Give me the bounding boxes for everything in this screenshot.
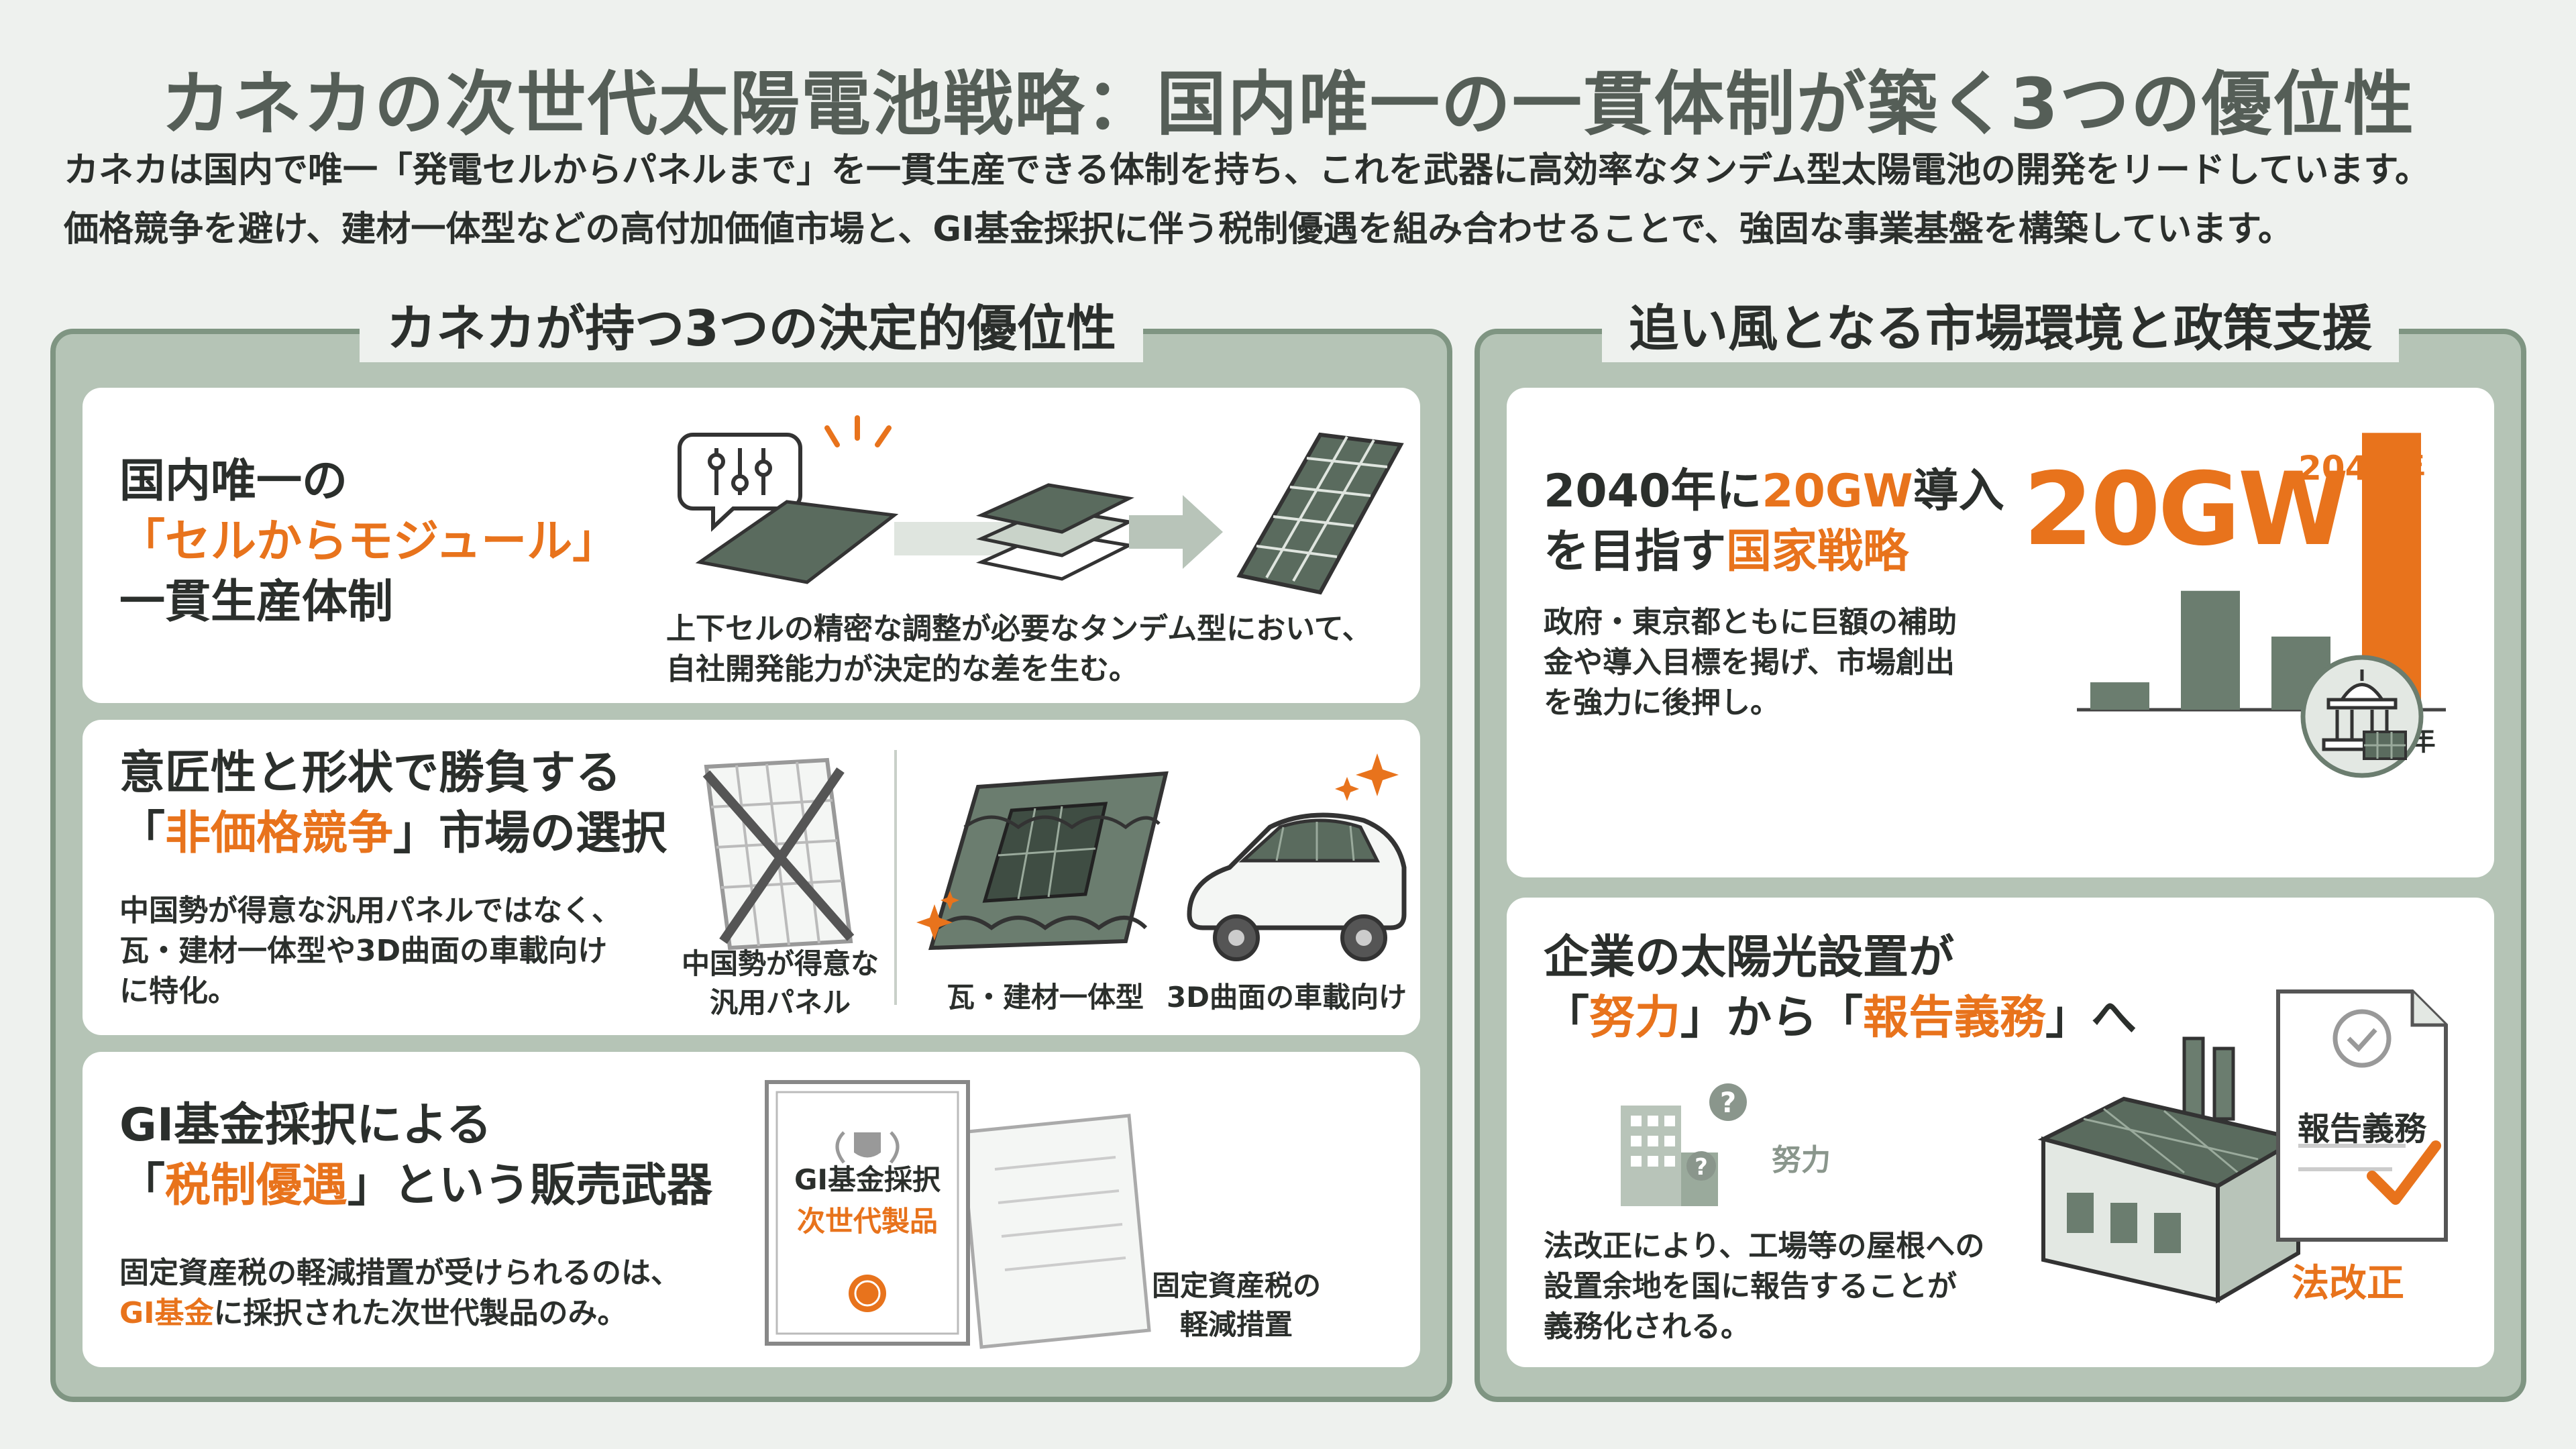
effort-label: 努力 — [1772, 1143, 1831, 1177]
check-circle-icon — [2332, 1009, 2392, 1068]
card-heading: 2040年に20GW導入 を目指す国家戦略 — [1544, 465, 2004, 578]
sparkle-icon — [916, 891, 959, 941]
sparkle-icon — [1335, 753, 1399, 801]
car-caption: 3D曲面の車載向け — [1166, 981, 1407, 1014]
chart-bar — [2090, 682, 2149, 710]
spark-icon — [824, 415, 892, 447]
card-heading: 企業の太陽光設置が 「努力」から「報告義務」へ — [1544, 931, 2137, 1044]
reporting-duty-card: 企業の太陽光設置が 「努力」から「報告義務」へ ? ? 努力 — [1507, 898, 2494, 1367]
office-building-question-icon: ? ? — [1621, 1083, 1747, 1206]
certificate-icon — [765, 1080, 1151, 1349]
card-heading: GI基金採択による 「税制優遇」という販売武器 — [119, 1099, 713, 1212]
cell-to-module-illustration — [678, 415, 1404, 595]
divider — [894, 750, 897, 1005]
tuning-icon — [678, 433, 802, 532]
check-mark-icon — [2367, 1140, 2441, 1205]
intro-line-1: カネカは国内で唯一「発電セルからパネルまで」を一貫生産できる体制を持ち、これを武… — [64, 150, 2430, 191]
card-description: 上下セルの精密な調整が必要なタンデム型において、 自社開発能力が決定的な差を生む… — [666, 612, 1372, 686]
advantage-card-tax: GI基金採択による 「税制優遇」という販売武器 固定資産税の軽減措置が受けられる… — [83, 1052, 1420, 1367]
intro-text: カネカは国内で唯一「発電セルからパネルまで」を一貫生産できる体制を持ち、これを武… — [64, 141, 2512, 259]
card-description: 中国勢が得意な汎用パネルではなく、 瓦・建材一体型や3D曲面の車載向け に特化。 — [119, 894, 621, 1008]
solar-car-icon — [1187, 753, 1407, 961]
card-description: 法改正により、工場等の屋根への 設置余地を国に報告することが 義務化される。 — [1544, 1229, 1985, 1344]
solar-factory-icon — [2037, 1036, 2304, 1304]
market-policy-heading: 追い風となる市場環境と政策支援 — [1480, 295, 2521, 362]
report-duty-label: 報告義務 — [2297, 1110, 2426, 1148]
page-title: カネカの次世代太陽電池戦略：国内唯一の一貫体制が築く3つの優位性 — [160, 63, 2416, 145]
seal-icon — [849, 1275, 886, 1312]
card-description: 固定資産税の軽減措置が受けられるのは、 GI基金に採択された次世代製品のみ。 — [119, 1256, 680, 1330]
intro-line-2: 価格競争を避け、建材一体型などの高付加価値市場と、GI基金採択に伴う税制優遇を組… — [64, 209, 2293, 250]
layered-cells-icon — [975, 483, 1134, 581]
arrow-icon — [1129, 495, 1223, 569]
card-description: 政府・東京都ともに巨額の補助 金や導入目標を掲げ、市場創出 を強力に後押し。 — [1544, 605, 1957, 720]
target-value: 20GW — [2023, 451, 2349, 568]
chart-bar — [2181, 590, 2240, 710]
card-heading: 意匠性と形状で勝負する 「非価格競争」市場の選択 — [119, 747, 667, 860]
generic-panel-caption: 中国勢が得意な 汎用パネル — [681, 947, 879, 1019]
report-document-icon — [2276, 989, 2448, 1242]
solar-cell-icon — [695, 500, 899, 584]
solar-roof-tile-icon — [916, 771, 1169, 951]
tax-relief-caption: 固定資産税の 軽減措置 — [1151, 1269, 1321, 1341]
tile-caption: 瓦・建材一体型 — [946, 981, 1144, 1014]
card-heading: 国内唯一の 「セルからモジュール」 一貫生産体制 — [119, 455, 619, 629]
market-policy-panel: 追い風となる市場環境と政策支援 2040年に20GW導入 を目指す国家戦略 政府… — [1474, 295, 2526, 1402]
advantage-card-nonprice: 意匠性と形状で勝負する 「非価格競争」市場の選択 中国勢が得意な汎用パネルではな… — [83, 720, 1420, 1035]
certificate-text: GI基金採択 次世代製品 — [794, 1163, 941, 1238]
solar-module-icon — [1236, 432, 1404, 595]
law-revision-label: 法改正 — [2292, 1262, 2404, 1305]
svg-text:?: ? — [1720, 1086, 1736, 1119]
svg-text:?: ? — [1695, 1154, 1708, 1181]
government-building-icon — [2300, 655, 2424, 778]
national-strategy-card: 2040年に20GW導入 を目指す国家戦略 政府・東京都ともに巨額の補助 金や導… — [1507, 388, 2494, 877]
laurel-icon — [835, 1131, 900, 1164]
advantage-card-integrated: 国内唯一の 「セルからモジュール」 一貫生産体制 — [83, 388, 1420, 703]
advantages-panel: カネカが持つ3つの決定的優位性 国内唯一の 「セルからモジュール」 一貫生産体制 — [50, 295, 1452, 1402]
generic-panel-crossed-icon — [702, 757, 855, 951]
advantages-heading: カネカが持つ3つの決定的優位性 — [56, 295, 1447, 362]
